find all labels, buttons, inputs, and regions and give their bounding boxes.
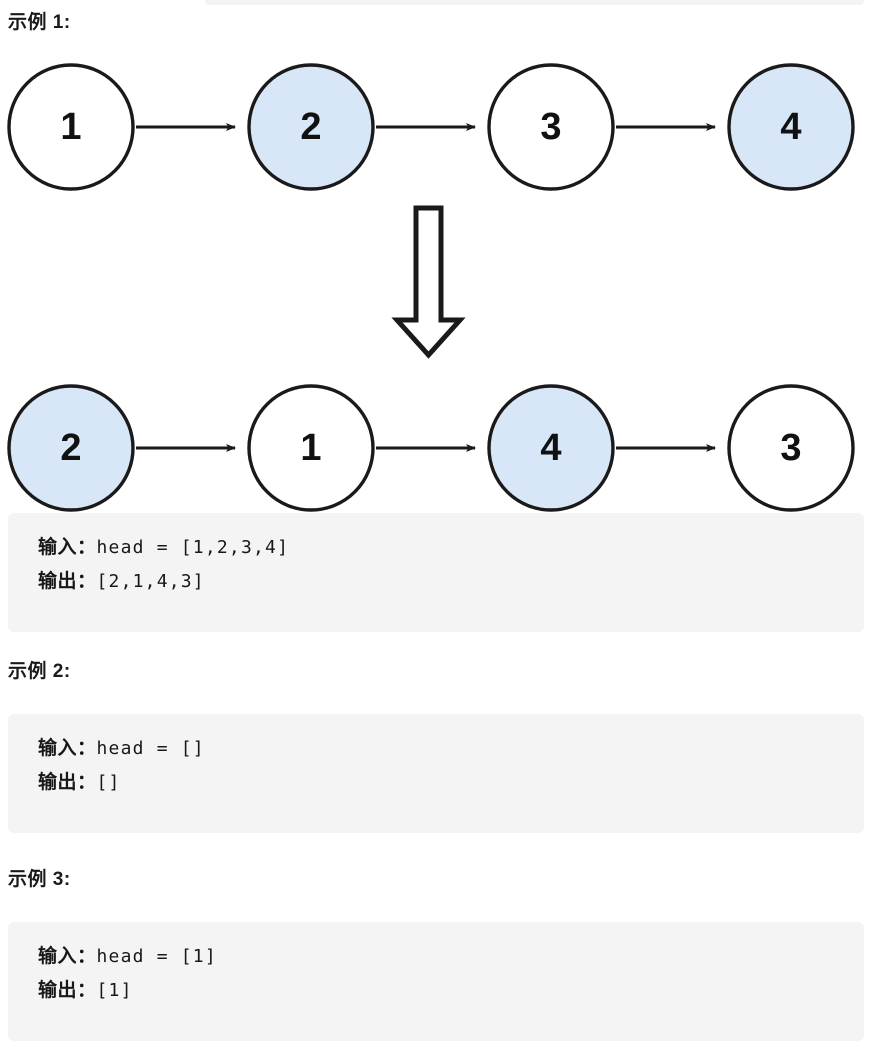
node-after-2: 4 bbox=[487, 384, 615, 512]
node-after-3-label: 3 bbox=[780, 427, 801, 469]
node-after-1-label: 1 bbox=[300, 427, 321, 469]
preceding-block-edge bbox=[205, 0, 864, 5]
example-2-output-label: 输出： bbox=[38, 772, 97, 793]
example-1-output-line: 输出：[2,1,4,3] bbox=[8, 565, 864, 599]
example-3-output-label: 输出： bbox=[38, 980, 97, 1001]
example-3-input-value: head = [1] bbox=[96, 946, 217, 967]
example-3-input-line: 输入：head = [1] bbox=[8, 940, 864, 974]
example-1-output-value: [2,1,4,3] bbox=[96, 571, 205, 592]
node-before-2-label: 3 bbox=[540, 106, 561, 148]
example-2-input-value: head = [] bbox=[96, 738, 205, 759]
example-2-input-label: 输入： bbox=[38, 738, 97, 759]
node-before-3-label: 4 bbox=[780, 106, 801, 148]
example-3-output-line: 输出：[1] bbox=[8, 974, 864, 1008]
down-block-arrow-icon bbox=[391, 205, 466, 359]
example-3-output-value: [1] bbox=[96, 980, 133, 1001]
example-1-input-label: 输入： bbox=[38, 537, 97, 558]
node-after-0: 2 bbox=[7, 384, 135, 512]
node-before-0: 1 bbox=[7, 63, 135, 191]
example-1-code-block: 输入：head = [1,2,3,4] 输出：[2,1,4,3] bbox=[8, 513, 864, 632]
example-3-code-block: 输入：head = [1] 输出：[1] bbox=[8, 922, 864, 1041]
linked-list-swap-diagram: 1 2 3 4 bbox=[7, 63, 855, 512]
example-2-code-block: 输入：head = [] 输出：[] bbox=[8, 714, 864, 833]
example-3-heading: 示例 3: bbox=[8, 869, 71, 890]
node-before-2: 3 bbox=[487, 63, 615, 191]
example-1-input-line: 输入：head = [1,2,3,4] bbox=[8, 531, 864, 565]
node-after-1: 1 bbox=[247, 384, 375, 512]
example-2-output-line: 输出：[] bbox=[8, 766, 864, 800]
node-before-0-label: 1 bbox=[60, 106, 81, 148]
example-3-input-label: 输入： bbox=[38, 946, 97, 967]
node-before-1: 2 bbox=[247, 63, 375, 191]
example-1-heading: 示例 1: bbox=[8, 12, 71, 33]
node-after-2-label: 4 bbox=[540, 427, 561, 469]
node-after-0-label: 2 bbox=[60, 427, 81, 469]
before-row: 1 2 3 4 bbox=[7, 63, 855, 191]
node-after-3: 3 bbox=[727, 384, 855, 512]
example-2-input-line: 输入：head = [] bbox=[8, 732, 864, 766]
example-1-figure: 1 2 3 4 bbox=[0, 55, 874, 515]
node-before-3: 4 bbox=[727, 63, 855, 191]
example-2-heading: 示例 2: bbox=[8, 661, 71, 682]
after-row: 2 1 4 3 bbox=[7, 384, 855, 512]
node-before-1-label: 2 bbox=[300, 106, 321, 148]
example-1-input-value: head = [1,2,3,4] bbox=[96, 537, 290, 558]
example-1-output-label: 输出： bbox=[38, 571, 97, 592]
example-2-output-value: [] bbox=[96, 772, 121, 793]
